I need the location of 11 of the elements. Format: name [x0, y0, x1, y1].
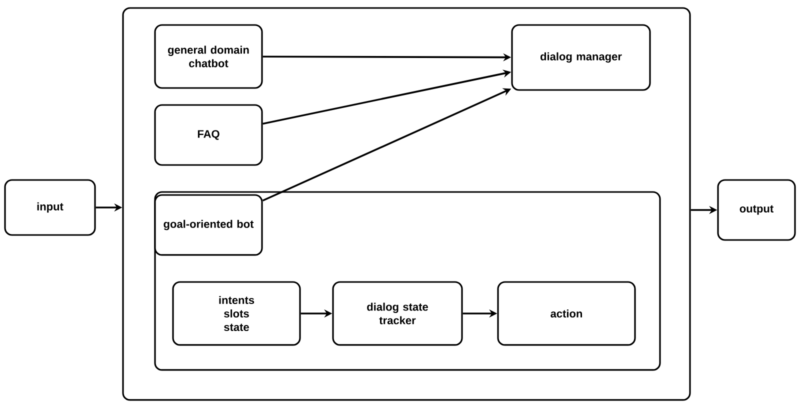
- process-box: intents slots state: [172, 281, 301, 346]
- process-box: input: [4, 179, 96, 236]
- process-box: dialog manager: [511, 24, 651, 91]
- container-box: [154, 191, 661, 371]
- process-box: FAQ: [154, 104, 263, 166]
- process-box: dialog state tracker: [332, 281, 463, 346]
- process-box: goal-oriented bot: [154, 194, 263, 256]
- container-box: [122, 7, 691, 401]
- process-box: general domain chatbot: [154, 24, 263, 89]
- process-box: action: [497, 281, 636, 346]
- process-box: output: [717, 179, 796, 241]
